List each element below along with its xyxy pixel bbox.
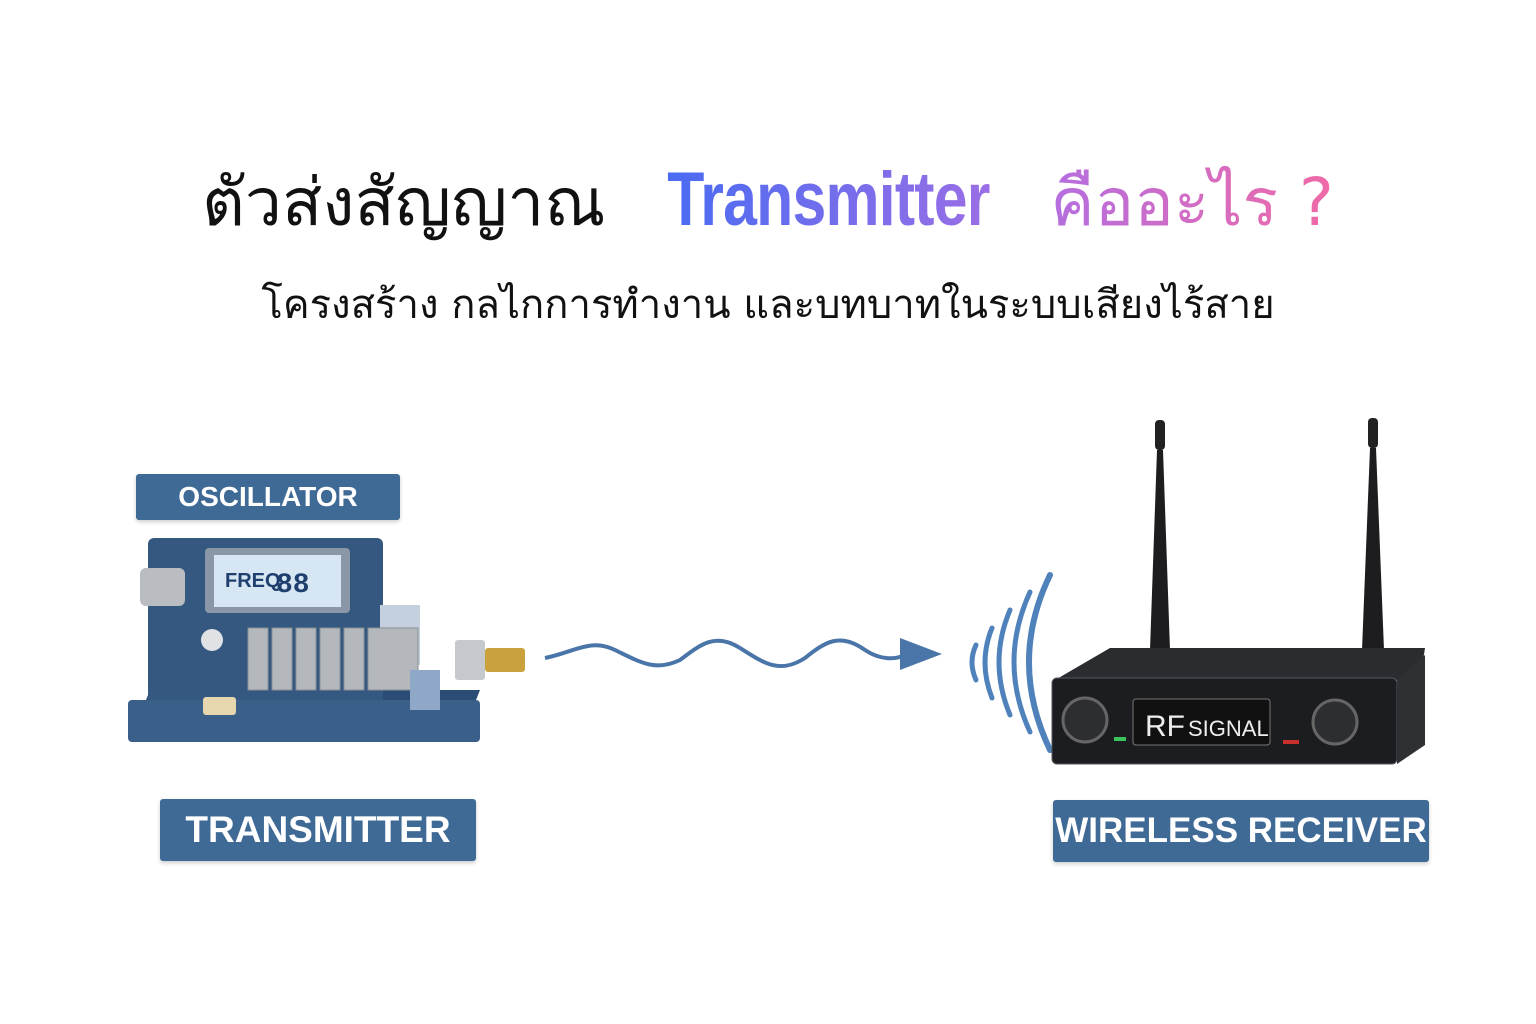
display-rf-text: RF: [1145, 710, 1185, 743]
title-thai: ตัวส่งสัญญาณ: [202, 164, 606, 241]
transmitter-board: FREQ 88: [128, 538, 525, 742]
display-signal-text: SIGNAL: [1188, 716, 1269, 741]
green-led: [1114, 737, 1126, 741]
arrow-head-icon: [900, 638, 942, 670]
antenna-connector: [455, 640, 485, 680]
rf-signal-wave: [544, 638, 906, 669]
wireless-receiver: RF SIGNAL: [1051, 418, 1425, 765]
wireless-receiver-label: WIRELESS RECEIVER: [1053, 800, 1429, 862]
freq-display-text: FREQ: [225, 570, 281, 592]
left-knob: [1061, 696, 1109, 744]
signal-reception-icon: [969, 572, 1053, 753]
receiver-display: [1132, 698, 1271, 746]
page-title: ตัวส่งสัญญาณ Transmitter คืออะไร ?: [0, 150, 1536, 255]
heatsink: [247, 627, 419, 691]
crystal-component: [140, 568, 185, 606]
oscillator-label: OSCILLATOR: [136, 474, 400, 520]
svg-text:88: 88: [276, 570, 310, 601]
page-subtitle: โครงสร้าง กลไกการทำงาน และบทบาทในระบบเสี…: [261, 282, 1275, 328]
right-knob: [1311, 698, 1359, 746]
transmitter-label: TRANSMITTER: [160, 799, 476, 861]
red-led: [1283, 740, 1299, 744]
title-english: Transmitter: [666, 157, 990, 242]
title-question: คืออะไร ?: [1050, 164, 1334, 241]
